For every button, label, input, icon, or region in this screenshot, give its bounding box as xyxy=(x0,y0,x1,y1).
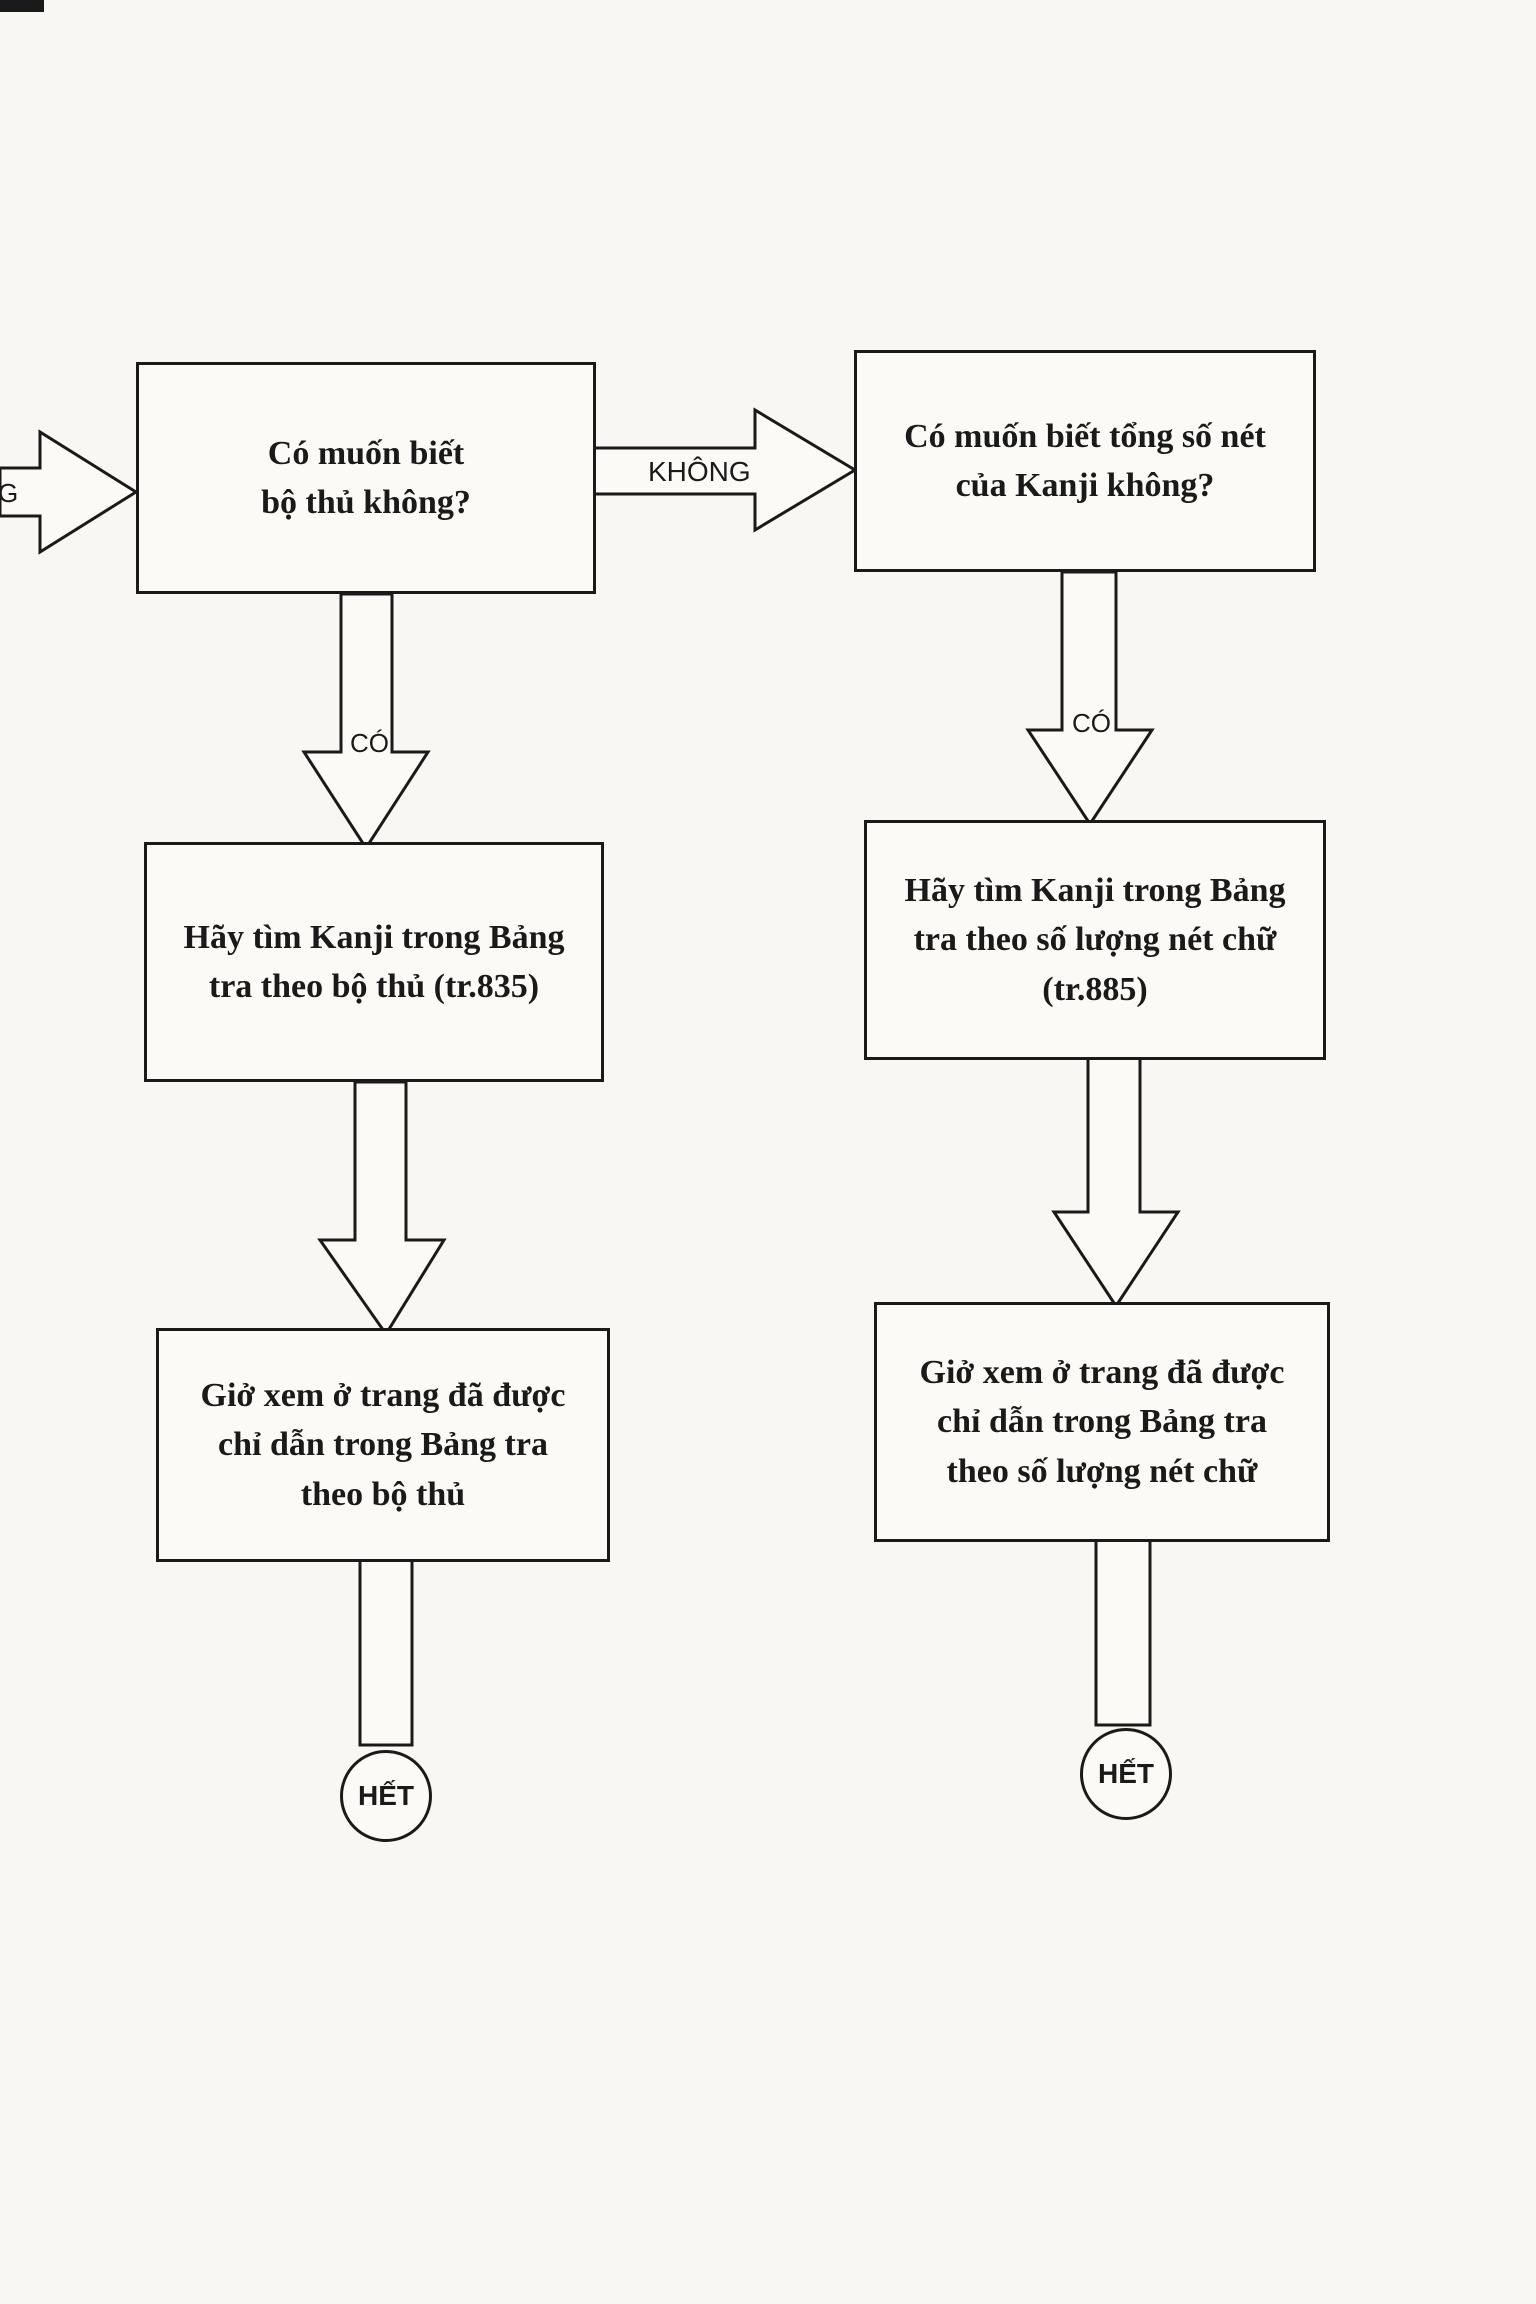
right-yes-label: CÓ xyxy=(1072,708,1111,738)
right-question-box: Có muốn biết tổng số nét của Kanji không… xyxy=(854,350,1316,572)
right-end-connector xyxy=(1094,1538,1152,1727)
right-end-terminal: HẾT xyxy=(1080,1728,1172,1820)
right-result-box: Giở xem ở trang đã được chỉ dẫn trong Bả… xyxy=(874,1302,1330,1542)
right-action-arrow xyxy=(1051,1056,1181,1309)
no-label: KHÔNG xyxy=(648,456,751,487)
left-yes-arrow xyxy=(301,592,431,851)
left-action-box: Hãy tìm Kanji trong Bảng tra theo bộ thủ… xyxy=(144,842,604,1082)
right-yes-arrow xyxy=(1025,570,1155,827)
right-action-box: Hãy tìm Kanji trong Bảng tra theo số lượ… xyxy=(864,820,1326,1060)
scan-edge-mark xyxy=(0,0,44,12)
entry-label: G xyxy=(0,478,19,508)
no-arrow xyxy=(592,407,858,533)
left-result-box: Giở xem ở trang đã được chỉ dẫn trong Bả… xyxy=(156,1328,610,1562)
left-action-arrow xyxy=(317,1080,447,1337)
left-end-connector xyxy=(358,1558,414,1747)
entry-arrow xyxy=(0,429,139,555)
left-yes-label: CÓ xyxy=(350,728,389,758)
left-question-box: Có muốn biết bộ thủ không? xyxy=(136,362,596,594)
left-end-terminal: HẾT xyxy=(340,1750,432,1842)
